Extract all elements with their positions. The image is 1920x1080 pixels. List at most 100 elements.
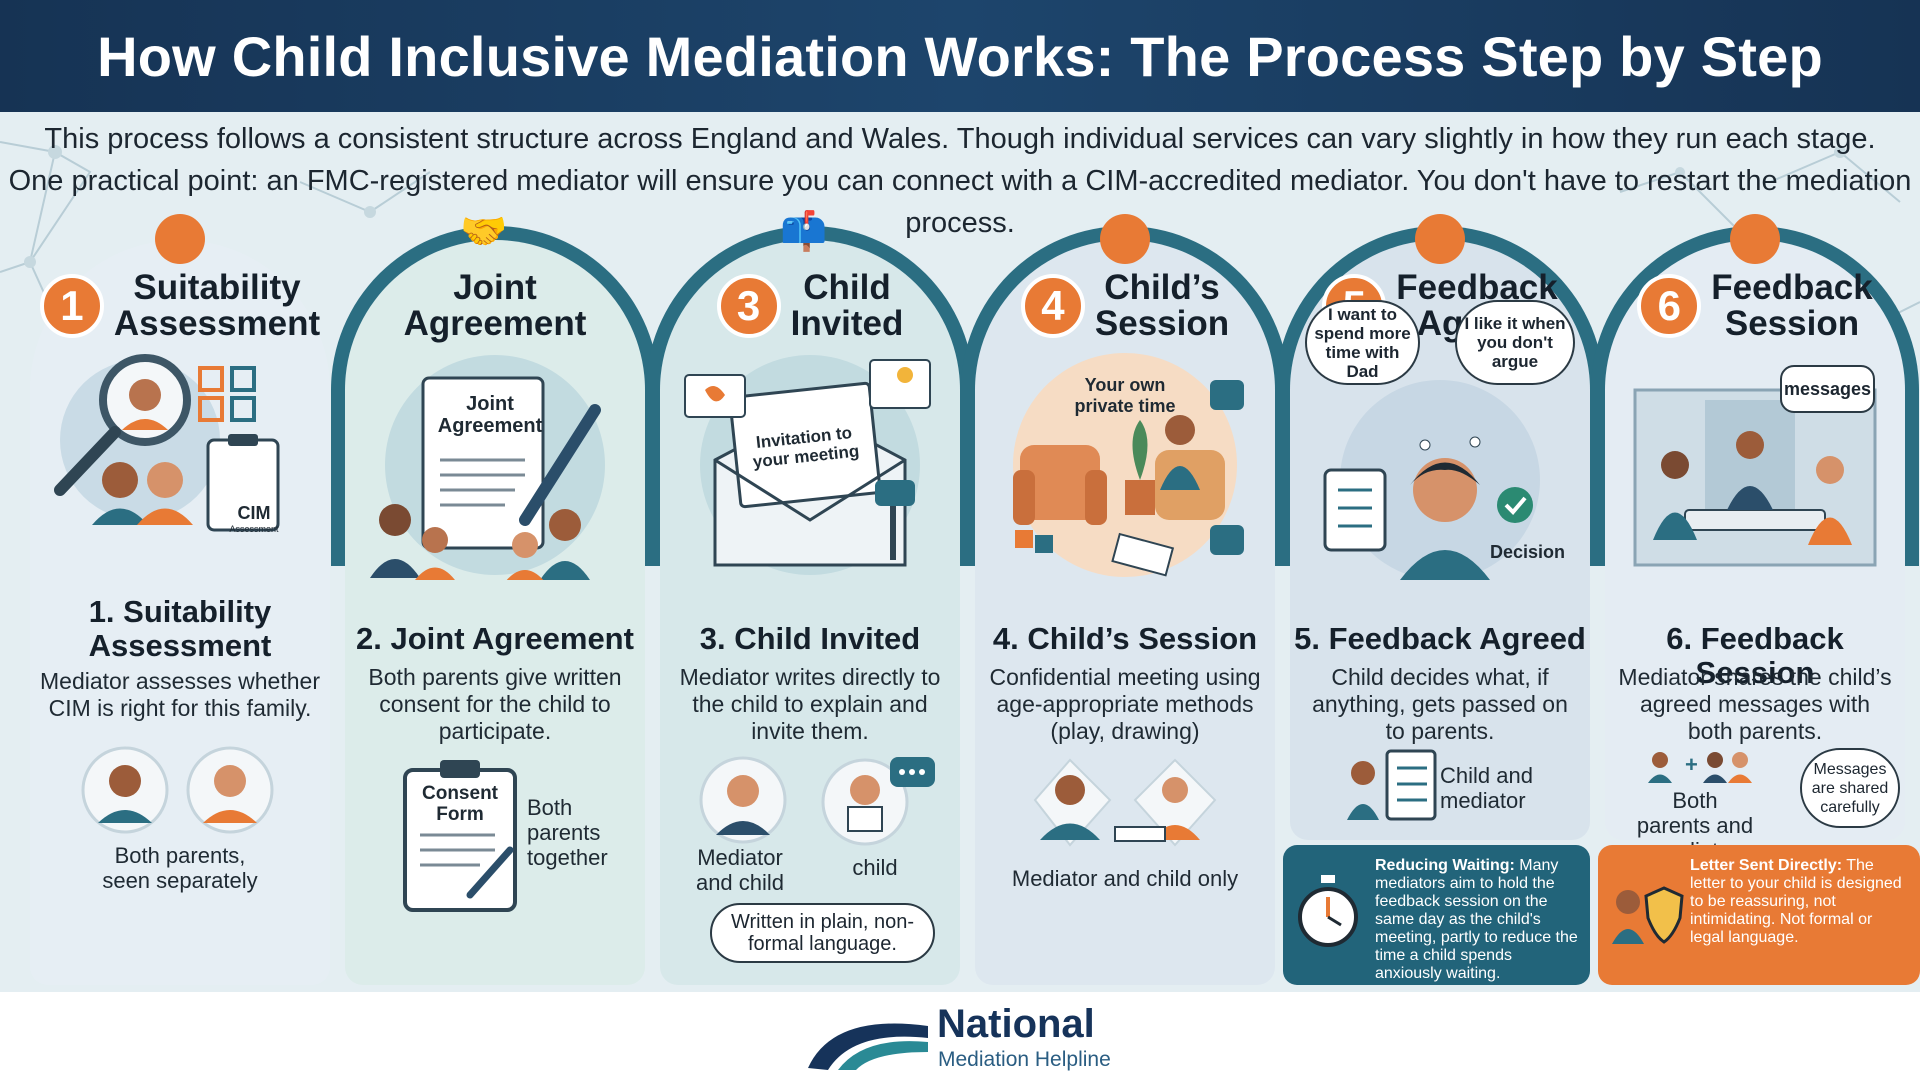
step-heading: Child’s Session [1095,270,1229,342]
step-heading-line-2: Session [1724,304,1860,343]
step-title: 5. Feedback Agreed [1294,621,1586,656]
tip-title: Reducing Waiting: [1375,857,1515,874]
cim-badge: CIM Assessment [224,503,284,534]
step-heading: Feedback Session [1711,270,1872,342]
cim-badge-sublabel: Assessment [229,524,279,534]
step-marker-dot [1730,214,1780,264]
footer-brand-sub: Mediation Helpline [938,1048,1111,1071]
clipboard-consent-illustration [403,760,517,912]
step-title-line-2: Assessment [88,628,272,663]
step-title: 6. Feedback Session [1666,621,1844,690]
child-checklist-icon [1347,749,1437,821]
step-marker-dot [155,214,205,264]
step-1-caption: Both parents, seen separately [102,843,258,893]
step-title: 1. Suitability Assessment [30,595,330,663]
step-3-caption-right: child [852,855,898,880]
svg-text:+: + [1685,752,1698,777]
plain-language-bubble: Written in plain, non-formal language. [710,903,935,963]
parents-avatars-icon [81,746,274,834]
handshake-icon: 🤝 [460,211,508,253]
footer [0,992,1920,1080]
step-heading-line-2: Assessment [113,304,321,343]
step-heading: Joint Agreement [404,270,587,342]
step-number-badge: 6 [1637,274,1702,338]
tip-text: The letter to your child is designed to … [1690,857,1902,946]
step-2-header: Joint Agreement [345,270,645,342]
step-5-caption: Child and mediator [1440,763,1533,813]
step-title: 3. Child Invited [699,621,921,656]
step-description: Mediator shares the child’s agreed messa… [1618,664,1892,744]
agreement-doc-title: Joint Agreement [437,393,543,437]
tip-title: Letter Sent Directly: [1690,857,1843,874]
tip-reducing-waiting: Reducing Waiting: Many mediators aim to … [1283,845,1590,985]
child-thinking-illustration [1323,380,1540,580]
step-4-caption: Mediator and child only [1011,866,1239,891]
step-description: Both parents give written consent for th… [368,664,622,744]
private-time-label: Your own private time [1074,375,1176,416]
step-description: Mediator assesses whether CIM is right f… [40,668,320,721]
thought-bubble-left: I want to spend more time with Dad [1305,300,1420,385]
step-1-header: 1 Suitability Assessment [30,270,330,342]
step-heading-line-1: Feedback [1711,268,1873,307]
step-marker-dot [1100,214,1150,264]
step-number-badge: 3 [716,274,781,338]
intro-text: This process follows a consistent struct… [0,118,1920,244]
step-marker-dot [1415,214,1465,264]
page-title: How Child Inclusive Mediation Works: The… [97,24,1823,88]
step-description: Child decides what, if anything, gets pa… [1312,664,1568,744]
step-1-card: 1 Suitability Assessment CIM Assessment … [30,214,330,985]
consent-form-title: Consent Form [422,783,498,825]
step-4-card: 4 Child’s Session Your own private time … [961,214,1289,985]
thought-bubble-right: I like it when you don't argue [1455,300,1575,385]
step-heading-line-2: Invited [790,304,904,343]
footer-brand: National [937,1002,1095,1046]
messages-bubble: messages [1780,365,1875,413]
step-3-card: 📫 3 Child Invited Invitation to your mee… [646,211,974,985]
step-heading: Suitability Assessment [114,270,320,342]
child-with-letter-icon [821,757,935,846]
step-description: Confidential meeting using age-appropria… [989,664,1261,744]
step-heading-line-1: Child [803,268,891,307]
step-number-badge: 1 [39,274,104,338]
step-heading-line-1: Child’s [1104,268,1220,307]
step-4-header: 4 Child’s Session [975,270,1275,342]
tip-text: Many mediators aim to hold the feedback … [1375,857,1578,982]
step-title-line-1: 1. Suitability [88,594,272,629]
mailbox-icon: 📫 [780,211,828,253]
step-2-card: 🤝 Joint Agreement Joint Agreement 2. Joi… [331,211,659,985]
step-title: 2. Joint Agreement [356,621,634,656]
intro-line-1: This process follows a consistent struct… [44,123,1876,155]
stopwatch-icon [1298,875,1358,947]
child-shield-icon [1612,886,1684,944]
parents-plus-mediator-icon: + [1648,752,1752,783]
step-6-card: 6 Feedback Session messages 6. Feedback … [1591,214,1919,863]
tip-letter-sent-directly: Letter Sent Directly: The letter to your… [1598,845,1920,985]
step-title: 4. Child’s Session [992,621,1258,656]
page-header: How Child Inclusive Mediation Works: The… [0,0,1920,112]
step-heading: Child Invited [791,270,904,342]
step-3-caption-left: Mediator and child [695,845,785,895]
private-room-illustration [1013,353,1244,577]
shared-carefully-bubble: Messages are shared carefully [1800,748,1900,828]
national-mediation-logo-icon [808,1023,928,1070]
step-6-header: 6 Feedback Session [1605,270,1905,342]
intro-line-2: One practical point: an FMC-registered m… [8,165,1912,239]
cim-badge-label: CIM [237,503,271,523]
decision-label: Decision [1490,542,1566,562]
mediator-avatar-icon [699,756,787,844]
step-heading-line-2: Session [1094,304,1230,343]
mediator-child-drawing-illustration [1033,758,1217,847]
step-heading-line-1: Suitability [133,268,301,307]
magnifier-family-illustration [54,354,280,532]
invitation-letter-illustration [684,355,931,575]
step-number-badge: 4 [1020,274,1085,338]
step-heading-line-1: Feedback [1396,268,1558,307]
feedback-meeting-illustration [1633,388,1877,567]
step-heading-line-2: Agreement [403,304,587,343]
step-5-card: 5 Feedback Agreed I want to spend more t… [1276,214,1604,840]
step-2-caption: Both parents together [527,795,608,870]
signed-agreement-illustration [370,355,605,580]
step-3-header: 3 Child Invited [660,270,960,342]
step-heading-line-1: Joint [453,268,537,307]
step-description: Mediator writes directly to the child to… [679,664,941,744]
